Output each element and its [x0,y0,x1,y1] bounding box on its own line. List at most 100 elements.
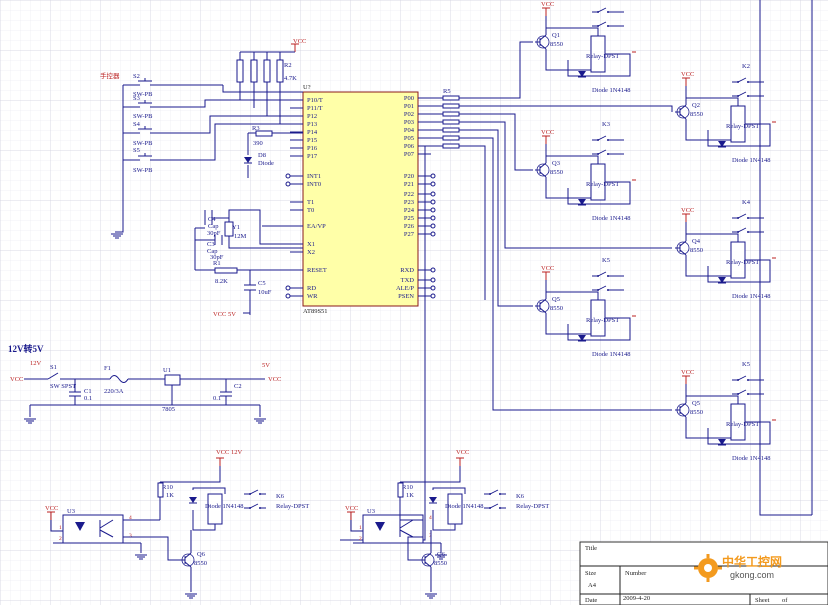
opto-relay-ref: K6 [516,493,525,500]
button-s3-ref: S3 [133,95,140,102]
power-reg-ref: U1 [163,367,171,374]
number-label: Number [625,570,647,577]
mcu-right-pin-label: P20 [404,173,414,180]
opto-resistor-value: 1K [166,492,174,499]
no-connect-mark [430,173,436,179]
opto-ref: U3 [367,508,375,515]
relay-vcc-label: VCC [541,1,554,8]
opto-resistor-value: 1K [406,492,414,499]
opto-led [375,522,385,531]
no-connect-mark [285,173,291,179]
opto-pin4: 4 [129,515,132,521]
no-connect-mark [285,285,291,291]
button-s3-type: SW-PB [133,113,153,120]
relay-ref: K5 [742,361,750,368]
mcu-right-pin-label: P27 [404,231,415,238]
relay-transistor-part: 8550 [690,111,703,118]
right-rail-2 [759,0,812,516]
osc-c3-value: 30pF [210,254,224,261]
pullup-vcc: VCC [293,38,306,45]
opto-resistor [157,482,164,498]
mcu-right-pin-label: P01 [404,103,414,110]
mcu-left-pin-label: RD [307,285,316,292]
relay-loop-wire [567,317,631,341]
no-connect-mark [430,191,436,197]
opto-pin1: 1 [59,525,62,531]
reset-resistor-value: 8.2K [215,278,228,285]
button-s2-ref: S2 [133,73,140,80]
relay-wire [545,291,599,335]
relay-transistor-part: 8550 [550,41,563,48]
button-s4-ref: S4 [133,121,141,128]
osc-c4-type: Cap [208,223,218,230]
relay-ref: K4 [742,199,751,206]
relay-vcc-label: VCC [681,369,694,376]
led-resistor-ref: R3 [252,125,260,132]
relay-type: Relay-DPST [586,317,619,324]
button-s5-type: SW-PB [133,167,153,174]
power-fuse-value: 220/3A [104,388,124,395]
mcu-right-pin-label: RXD [400,267,414,274]
date-label: Date [585,597,597,604]
mcu-right-pin-label: TXD [401,277,415,284]
led-diode-type: Diode [258,160,274,167]
power-12v-label: 12V [30,360,42,367]
relay-loop-wire [707,123,771,147]
pullup-resistors: VCC R2 4.7K [236,38,306,124]
opto-pin1: 1 [359,525,362,531]
osc-c3-ref: C3 [207,241,215,248]
reset-vcc-5v: VCC 5V [213,311,236,318]
opto-phototransistor [399,519,414,538]
relay-vcc-label: VCC [681,207,694,214]
no-connect-mark [285,293,291,299]
opto-relay-type: Relay-DPST [276,503,309,510]
no-connect-mark [430,231,436,237]
power-5v-label: 5V [262,362,270,369]
no-connect-mark [285,181,291,187]
relay-transistor-part: 8550 [690,409,703,416]
mcu-left-pin-label: P13 [307,121,317,128]
opto-transistor-ref: Q6 [197,551,206,558]
size-label: Size [585,570,596,577]
power-c1-ref: C1 [84,388,92,395]
mcu-left-pin-label: P11/T [307,105,323,112]
date-value: 2009-4-20 [623,595,650,602]
pullup-ref: R2 [284,62,292,69]
mcu-left-pin-label: P14 [307,129,318,136]
no-connect-mark [430,293,436,299]
opto-coupler [362,514,424,544]
no-connect-mark [430,267,436,273]
relay-contact-wire [614,11,624,27]
button-s4-type: SW-PB [133,140,153,147]
opto-diode-label: Diode 1N4148 [205,503,243,510]
opto-pin2: 2 [59,536,62,542]
power-switch-type: SW SPST [50,383,76,390]
relay-diode-label: Diode 1N4148 [732,293,770,300]
watermark-url: gkong.com [730,570,774,580]
oscillator: C4 Cap 30pF C3 Cap 30pF Y1 12M [194,209,303,270]
relay-ref: K3 [602,121,610,128]
mcu-right-pin-label: PSEN [398,293,414,300]
relay-transistor-ref: Q5 [692,400,700,407]
relay-diode-label: Diode 1N4148 [592,87,630,94]
relay-loop-wire [707,421,771,445]
sheet-of-label: of [782,597,788,604]
power-fuse-ref: F1 [104,365,111,372]
mcu-right-pin-label: P02 [404,111,414,118]
relay-wire [545,27,599,71]
opto-transistor-part: 8550 [194,560,207,567]
relay-diode-label: Diode 1N4148 [732,455,770,462]
relay-transistor-ref: Q2 [692,102,700,109]
relay-transistor-part: 8550 [690,247,703,254]
mcu-left-pin-label: X2 [307,249,315,256]
mcu-right-pin-label: P00 [404,95,414,102]
relay-type: Relay-DPST [586,181,619,188]
relay-contact-wire [614,275,624,291]
button-s2-type: SW-PB [133,91,153,98]
reset-circuit: R1 8.2K C5 10uF VCC 5V [195,260,303,318]
osc-c4-ref: C4 [208,216,216,223]
